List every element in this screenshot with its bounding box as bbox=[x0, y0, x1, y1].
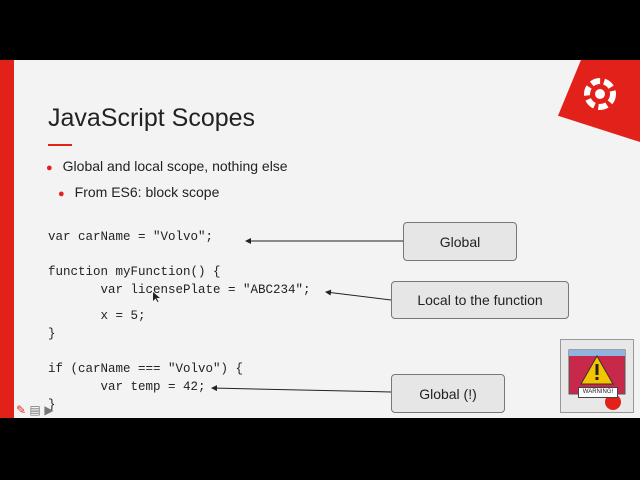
slide-title: JavaScript Scopes bbox=[48, 104, 256, 132]
bullet-dot-icon: ● bbox=[46, 162, 53, 174]
code-line: if (carName === "Volvo") { bbox=[48, 362, 244, 376]
code-line: } bbox=[48, 327, 56, 341]
arrow-right-icon[interactable]: ▶ bbox=[44, 403, 54, 417]
gear-logo-icon bbox=[584, 78, 616, 110]
arrow-left-icon[interactable]: ◀ bbox=[2, 403, 12, 417]
bullet-text: From ES6: block scope bbox=[74, 184, 220, 200]
warning-thumbnail: WARNING! bbox=[560, 339, 634, 413]
slide: JavaScript Scopes ● Global and local scop… bbox=[0, 60, 640, 418]
code-line: var carName = "Volvo"; bbox=[48, 230, 214, 244]
warning-label: WARNING! bbox=[578, 387, 618, 398]
bullet-text: Global and local scope, nothing else bbox=[62, 158, 288, 174]
code-line: var temp = 42; bbox=[48, 380, 206, 394]
code-line: x = 5; bbox=[48, 309, 146, 323]
code-line: } bbox=[48, 398, 56, 412]
callout-global-warning: Global (!) bbox=[391, 374, 505, 413]
warning-window-icon bbox=[568, 349, 626, 410]
mouse-cursor-icon bbox=[153, 292, 160, 302]
slide-toolbar: ◀ ✎ ▤ ▶ bbox=[0, 403, 60, 418]
arrow-local bbox=[325, 289, 392, 301]
title-underline bbox=[48, 144, 72, 146]
pen-icon[interactable]: ✎ bbox=[15, 403, 27, 417]
left-accent-bar bbox=[0, 60, 14, 418]
callout-local: Local to the function bbox=[391, 281, 569, 319]
bullet-dot-icon: ● bbox=[58, 188, 65, 200]
bullet-item: ● Global and local scope, nothing else bbox=[46, 158, 288, 174]
callout-arrows bbox=[211, 238, 403, 393]
code-line: function myFunction() { bbox=[48, 265, 221, 279]
callout-global: Global bbox=[403, 222, 517, 261]
arrow-block bbox=[211, 385, 392, 393]
notes-icon[interactable]: ▤ bbox=[29, 403, 41, 417]
sub-bullet-item: ● From ES6: block scope bbox=[58, 184, 219, 200]
